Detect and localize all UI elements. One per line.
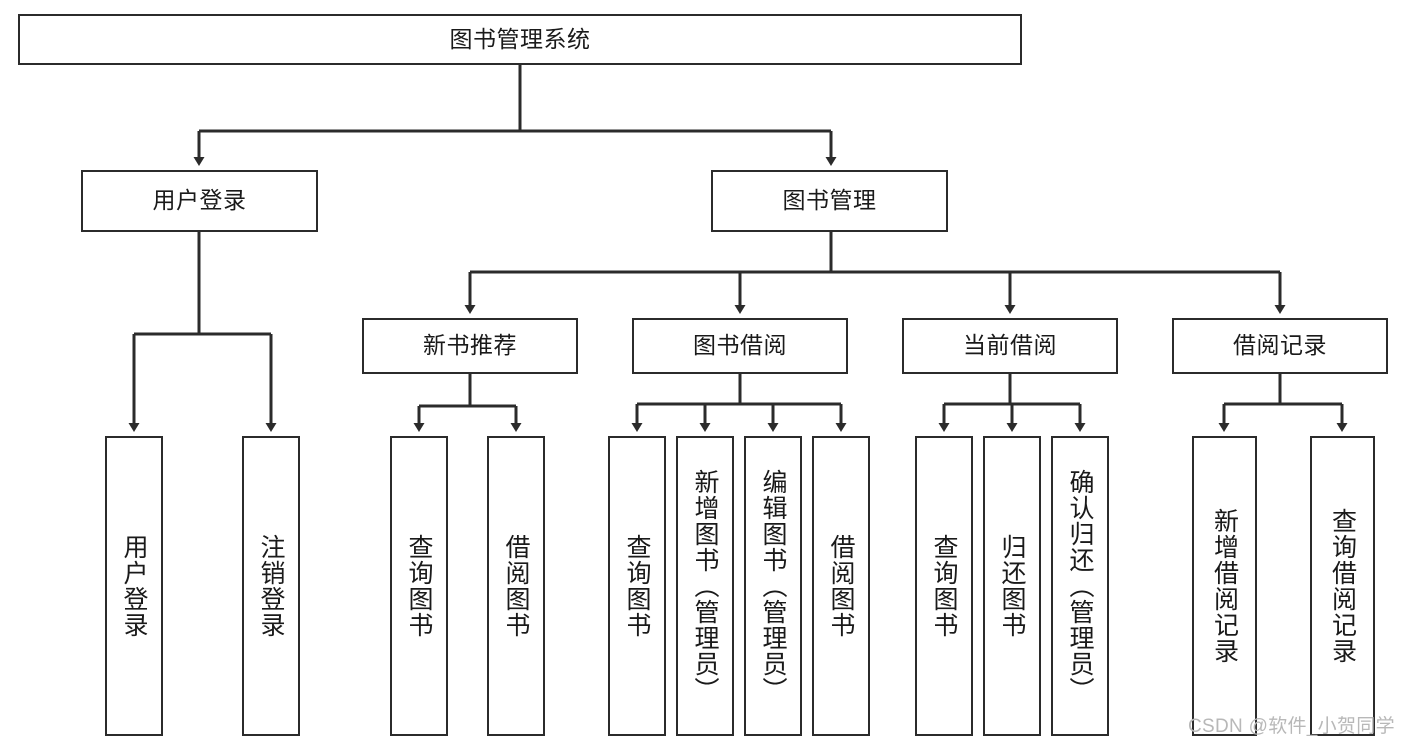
node-book-borrow-label: 图书借阅 — [693, 332, 787, 359]
node-book-management-label: 图书管理 — [782, 187, 877, 214]
node-new-book-recommend[interactable]: 新书推荐 — [362, 318, 578, 374]
node-root-label: 图书管理系统 — [449, 25, 591, 52]
node-leaf-borrow-book-2-label: 借阅图书 — [827, 534, 855, 638]
node-leaf-add-record-label: 新增借阅记录 — [1210, 508, 1239, 664]
node-current-borrow[interactable]: 当前借阅 — [902, 318, 1118, 374]
node-borrow-record[interactable]: 借阅记录 — [1172, 318, 1388, 374]
node-leaf-query-book-3-label: 查询图书 — [930, 534, 958, 638]
node-leaf-query-record-label: 查询借阅记录 — [1328, 508, 1357, 664]
node-leaf-confirm-return[interactable]: 确认归还（管理员） — [1051, 436, 1109, 736]
node-new-book-recommend-label: 新书推荐 — [423, 332, 517, 359]
node-user-login[interactable]: 用户登录 — [81, 170, 318, 232]
node-user-login-label: 用户登录 — [152, 187, 247, 214]
node-leaf-edit-book[interactable]: 编辑图书（管理员） — [744, 436, 802, 736]
node-borrow-record-label: 借阅记录 — [1233, 332, 1327, 359]
node-leaf-edit-book-label: 编辑图书（管理员） — [759, 469, 787, 703]
node-leaf-query-book-2-label: 查询图书 — [623, 534, 651, 638]
node-leaf-query-book-3[interactable]: 查询图书 — [915, 436, 973, 736]
csdn-watermark: CSDN @软件_小贺同学 — [1188, 716, 1395, 737]
node-leaf-query-book-2[interactable]: 查询图书 — [608, 436, 666, 736]
node-leaf-return-book[interactable]: 归还图书 — [983, 436, 1041, 736]
node-leaf-add-record[interactable]: 新增借阅记录 — [1192, 436, 1257, 736]
node-book-management[interactable]: 图书管理 — [711, 170, 948, 232]
node-leaf-logout-login-label: 注销登录 — [257, 534, 285, 638]
node-leaf-borrow-book-1[interactable]: 借阅图书 — [487, 436, 545, 736]
node-root[interactable]: 图书管理系统 — [18, 14, 1022, 65]
node-leaf-confirm-return-label: 确认归还（管理员） — [1066, 469, 1094, 703]
node-leaf-user-login-label: 用户登录 — [120, 534, 148, 638]
node-leaf-return-book-label: 归还图书 — [998, 534, 1026, 638]
node-current-borrow-label: 当前借阅 — [963, 332, 1057, 359]
node-leaf-add-book[interactable]: 新增图书（管理员） — [676, 436, 734, 736]
node-book-borrow[interactable]: 图书借阅 — [632, 318, 848, 374]
node-leaf-query-book-1-label: 查询图书 — [405, 534, 433, 638]
node-leaf-query-book-1[interactable]: 查询图书 — [390, 436, 448, 736]
node-leaf-user-login[interactable]: 用户登录 — [105, 436, 163, 736]
node-leaf-borrow-book-1-label: 借阅图书 — [502, 534, 530, 638]
node-leaf-query-record[interactable]: 查询借阅记录 — [1310, 436, 1375, 736]
node-leaf-add-book-label: 新增图书（管理员） — [691, 469, 719, 703]
node-leaf-logout-login[interactable]: 注销登录 — [242, 436, 300, 736]
node-leaf-borrow-book-2[interactable]: 借阅图书 — [812, 436, 870, 736]
